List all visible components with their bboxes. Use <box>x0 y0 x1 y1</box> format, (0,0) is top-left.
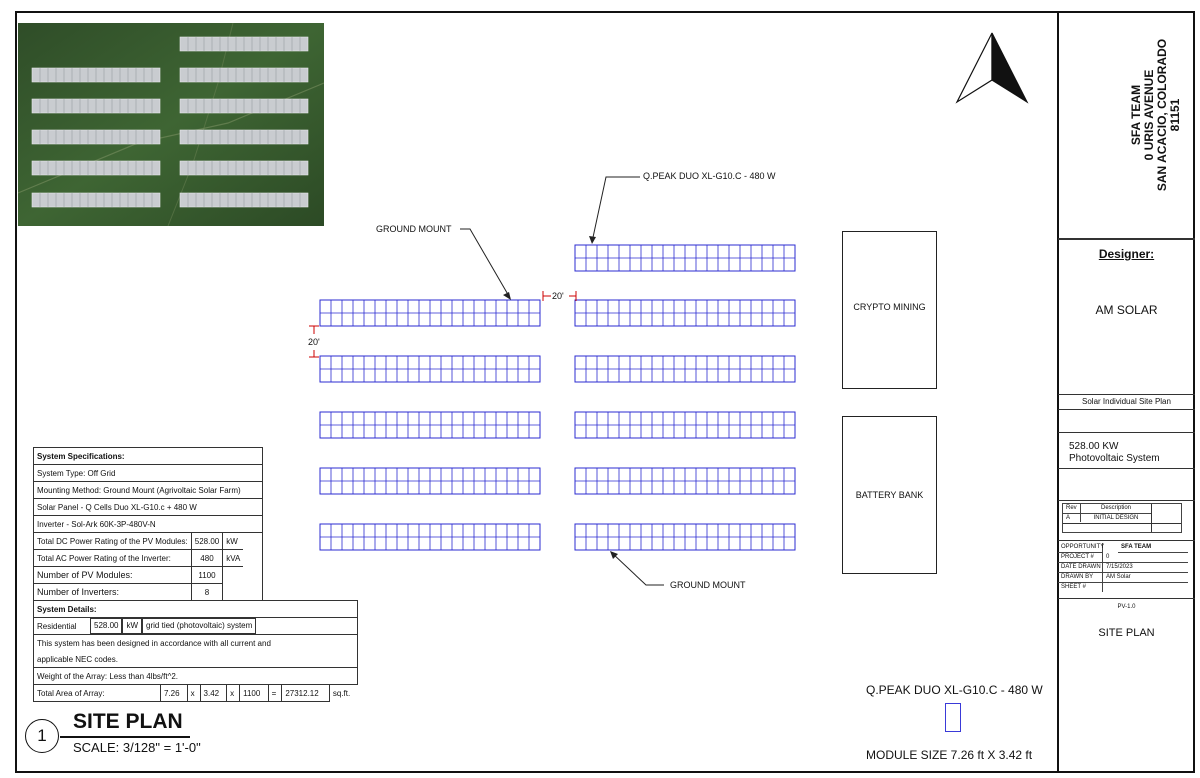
crypto-mining-label: CRYPTO MINING <box>853 302 926 312</box>
solar-array-block <box>574 411 796 439</box>
sheet-label: SHEET # <box>1058 583 1103 592</box>
area-times-1: x <box>186 684 201 702</box>
aerial-site-photo <box>17 22 325 227</box>
solar-array-block <box>574 467 796 495</box>
date-label: DATE DRAWN <box>1058 563 1103 573</box>
dc-rating-label: Total DC Power Rating of the PV Modules: <box>33 532 192 550</box>
area-total: 27312.12 <box>281 684 330 702</box>
nec-note-line2: applicable NEC codes. <box>33 651 358 668</box>
system-size-line2: Photovoltaic System <box>1069 453 1160 464</box>
plan-name: Solar Individual Site Plan <box>1082 397 1171 406</box>
area-unit: sq.ft. <box>332 688 351 698</box>
array-weight: Weight of the Array: Less than 4lbs/ft^2… <box>33 667 358 685</box>
designer-label: Designer: <box>1098 247 1155 261</box>
residential-label: Residential <box>37 621 77 631</box>
date-value: 7/15/2023 <box>1103 563 1188 573</box>
legend-module-symbol <box>945 703 961 732</box>
drawn-by-label: DRAWN BY <box>1058 573 1103 583</box>
divider-1 <box>1058 238 1195 240</box>
modules-value: 1100 <box>190 566 224 584</box>
drawing-frame <box>15 11 1195 773</box>
ground-mount-callout-bottom: GROUND MOUNT <box>670 580 746 590</box>
divider-8 <box>1058 598 1195 599</box>
revision-table: Rev Description A INITIAL DESIGN <box>1062 503 1182 533</box>
solar-array-block <box>319 355 541 383</box>
column-spacing-dimension: 20' <box>308 337 320 347</box>
project-value: 0 <box>1103 553 1188 563</box>
area-length: 7.26 <box>160 684 188 702</box>
residential-desc: grid tied (photovoltaic) system <box>142 618 257 634</box>
divider-3 <box>1058 409 1195 410</box>
divider-6 <box>1058 500 1195 501</box>
system-type: System Type: Off Grid <box>33 464 263 482</box>
array-layout <box>309 176 796 586</box>
system-size-line1: 528.00 KW <box>1069 441 1119 452</box>
solar-array-block <box>574 299 796 327</box>
legend-module-size: MODULE SIZE 7.26 ft X 3.42 ft <box>866 748 1033 762</box>
system-specifications-table: System Specifications: System Type: Off … <box>33 447 264 601</box>
area-count: 1100 <box>239 684 269 702</box>
inverters-label: Number of Inverters: <box>33 583 192 601</box>
divider-2 <box>1058 394 1195 395</box>
site-address-block: SFA TEAM 0 URIS AVENUE SAN ACACIO, COLOR… <box>1070 30 1182 225</box>
ac-rating-unit: kVA <box>222 549 244 567</box>
rev-col-header: Rev <box>1063 504 1081 513</box>
nec-note-line1: This system has been designed in accorda… <box>33 634 358 651</box>
drawing-number-bubble: 1 <box>25 719 59 753</box>
battery-bank-building: BATTERY BANK <box>842 416 937 574</box>
opportunity-label: OPPORTUNITY <box>1058 543 1104 553</box>
system-details-table: System Details: Residential 528.00 kW gr… <box>33 600 358 702</box>
drawing-number: 1 <box>37 726 47 745</box>
inverter: Inverter - Sol-Ark 60K-3P-480V-N <box>33 515 263 533</box>
designer-name: AM SOLAR <box>1095 303 1158 317</box>
drawing-title: SITE PLAN <box>73 710 183 733</box>
divider-5 <box>1058 468 1195 469</box>
residential-kw-value: 528.00 <box>90 618 123 634</box>
solar-array-block <box>319 411 541 439</box>
drawn-by-value: AM Solar <box>1103 573 1188 583</box>
rev-a: A <box>1063 513 1081 522</box>
row-spacing-dimension: 20' <box>552 291 564 301</box>
solar-array-block <box>574 244 796 272</box>
solar-array-block <box>319 523 541 551</box>
project-label: PROJECT # <box>1058 553 1103 563</box>
sheet-code: PV-1.0 <box>1117 604 1136 610</box>
solar-array-block <box>574 523 796 551</box>
divider-4 <box>1058 432 1195 433</box>
sheet-title: SITE PLAN <box>1098 627 1155 639</box>
area-equals: = <box>267 684 283 702</box>
drawing-scale: SCALE: 3/128" = 1'-0" <box>73 740 201 755</box>
battery-bank-label: BATTERY BANK <box>855 490 924 500</box>
inverters-value: 8 <box>190 583 224 601</box>
solar-panel: Solar Panel - Q Cells Duo XL-G10.c + 480… <box>33 498 263 516</box>
desc-col-header: Description <box>1100 505 1131 511</box>
module-callout-label: Q.PEAK DUO XL-G10.C - 480 W <box>643 171 776 181</box>
area-times-2: x <box>226 684 241 702</box>
area-width: 3.42 <box>199 684 228 702</box>
project-info-table: OPPORTUNITY SFA TEAM PROJECT # 0 DATE DR… <box>1058 543 1188 598</box>
solar-array-block <box>574 355 796 383</box>
legend-module-name: Q.PEAK DUO XL-G10.C - 480 W <box>866 683 1043 697</box>
specs-header: System Specifications: <box>33 447 263 465</box>
address-line4: 81151 <box>1168 98 1182 132</box>
crypto-mining-building: CRYPTO MINING <box>842 231 937 389</box>
title-underline <box>60 736 190 738</box>
opportunity-value: SFA TEAM <box>1118 543 1188 553</box>
ac-rating-value: 480 <box>190 549 224 567</box>
title-block <box>1057 11 1195 773</box>
north-arrow-icon <box>952 30 1032 106</box>
dc-rating-value: 528.00 <box>190 532 224 550</box>
ac-rating-label: Total AC Power Rating of the Inverter: <box>33 549 192 567</box>
details-header: System Details: <box>33 600 358 618</box>
mounting-method: Mounting Method: Ground Mount (Agrivolta… <box>33 481 263 499</box>
ground-mount-callout-top: GROUND MOUNT <box>376 224 452 234</box>
solar-array-block <box>319 467 541 495</box>
array-area-label: Total Area of Array: <box>33 684 161 702</box>
divider-7 <box>1058 540 1195 541</box>
modules-label: Number of PV Modules: <box>33 566 192 584</box>
solar-array-block <box>319 299 541 327</box>
residential-kw-unit: kW <box>122 618 143 634</box>
dc-rating-unit: kW <box>222 532 244 550</box>
rev-a-desc: INITIAL DESIGN <box>1081 513 1151 522</box>
